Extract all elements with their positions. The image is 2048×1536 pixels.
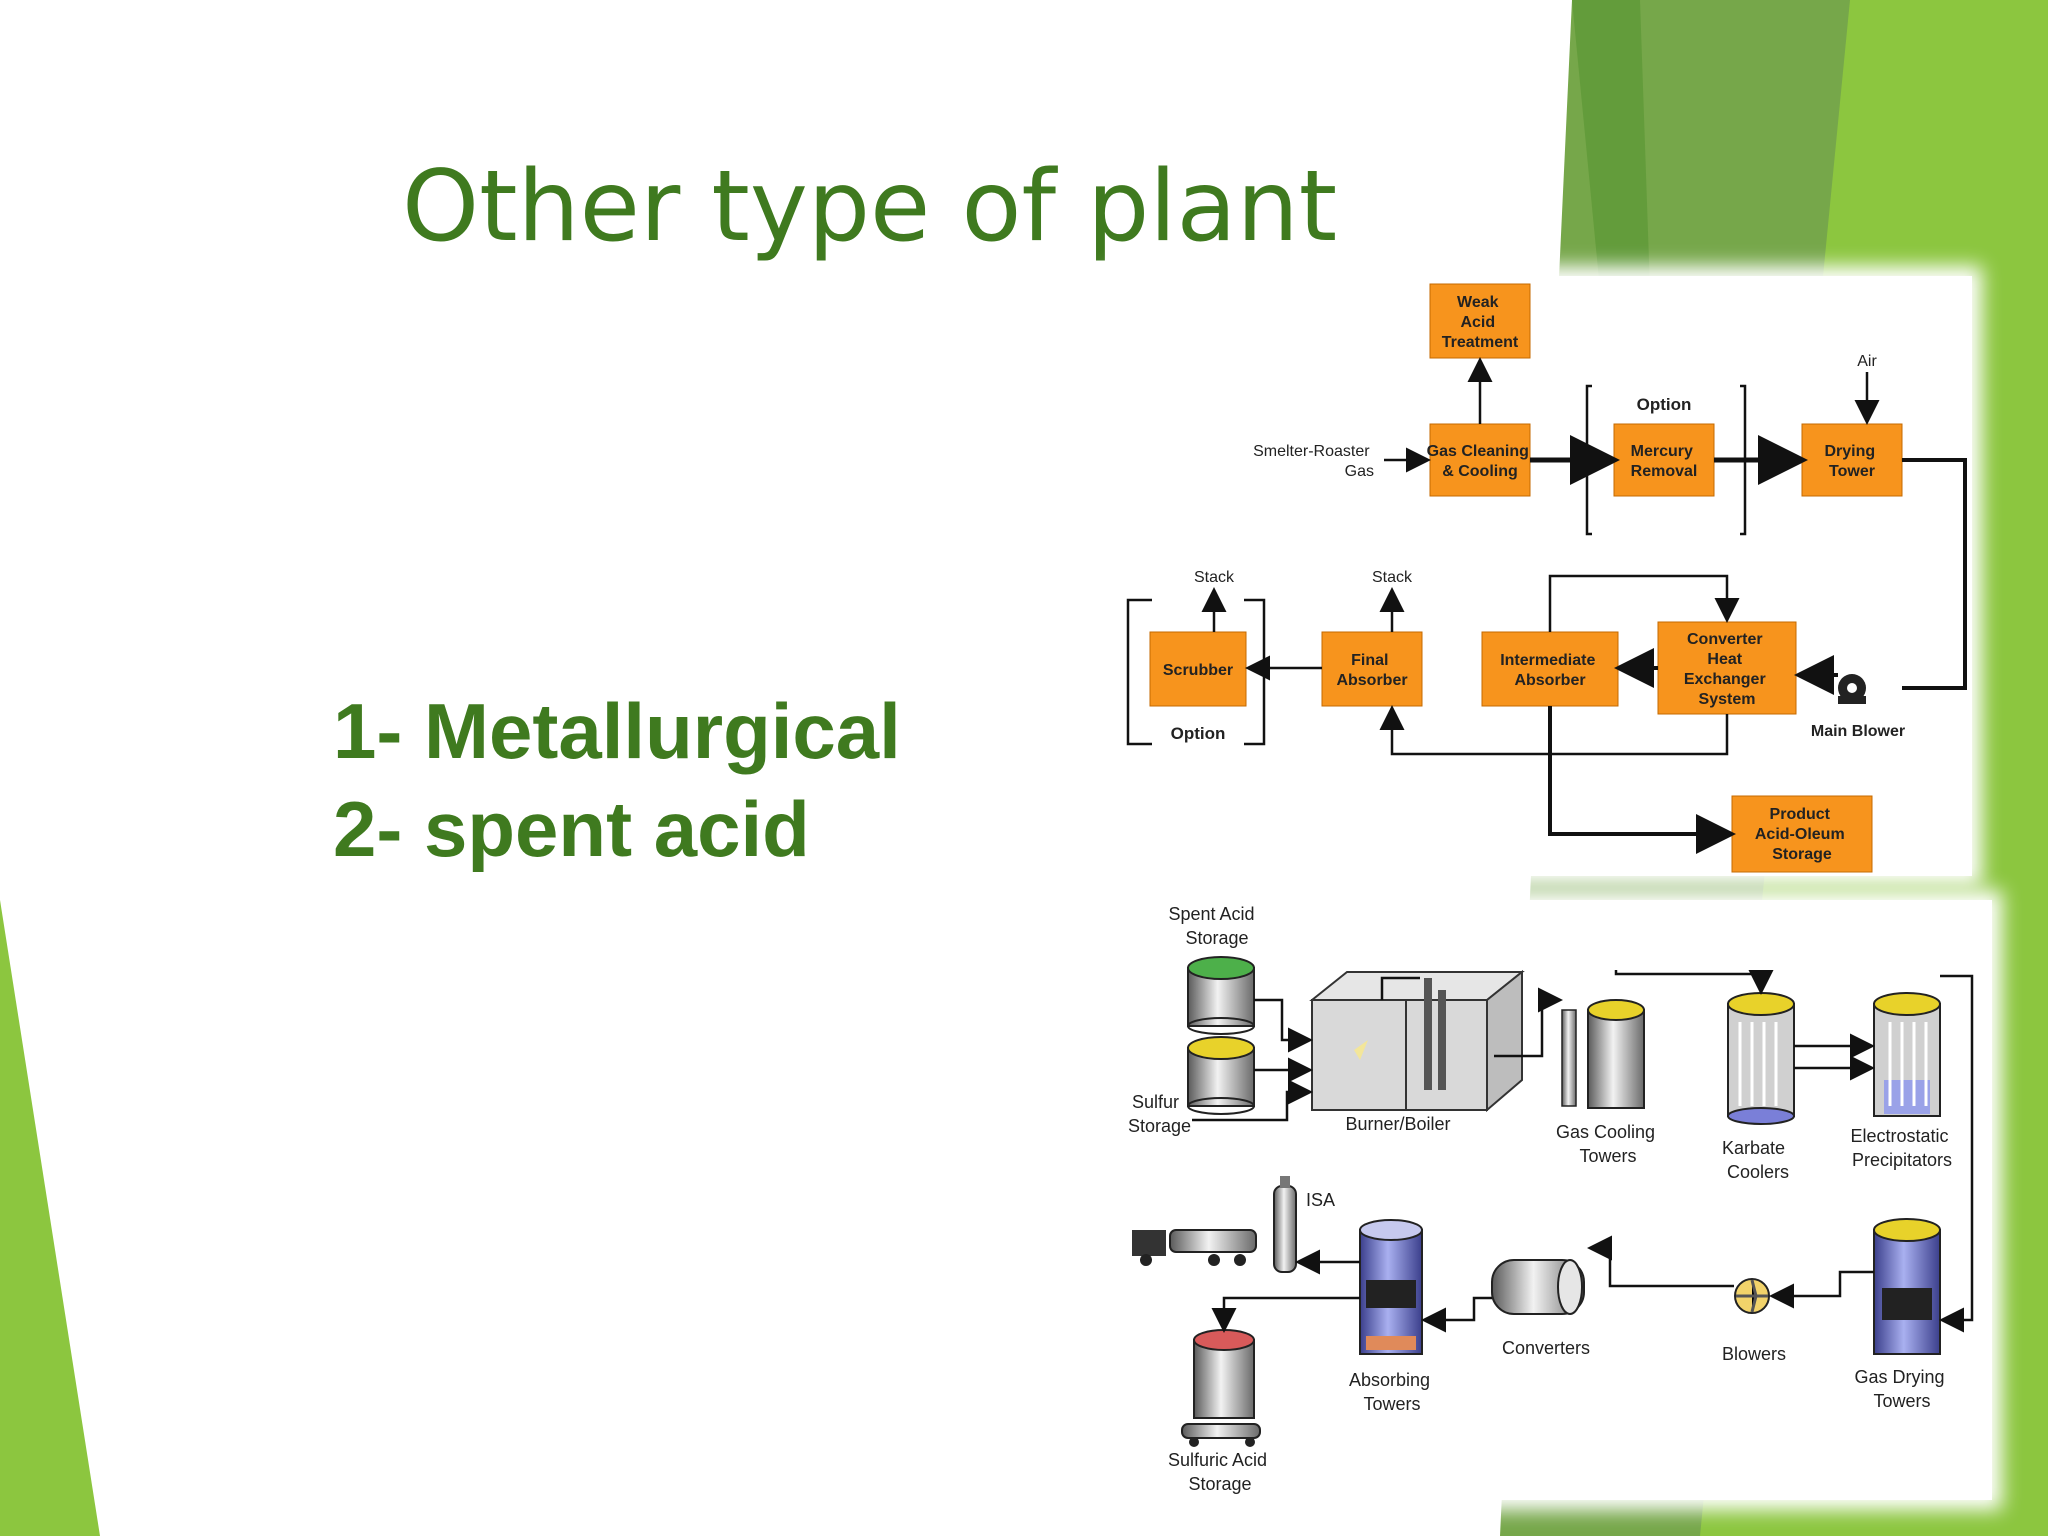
svg-text:Intermediate Absorbe: Intermediate Absorber (1500, 652, 1600, 689)
label-gas-cooling-towers: Gas Cooling Towers (1556, 1122, 1660, 1166)
label-converters: Converters (1502, 1338, 1590, 1358)
pipe-blower-to-converter (1587, 1235, 1734, 1288)
box-weak-acid-treatment: Weak Acid Treatment (1429, 283, 1531, 359)
loop-converter-to-final (1379, 705, 1729, 756)
pipe-cooling-to-karbate (1614, 970, 1774, 995)
arrow-to-product (1548, 706, 1736, 854)
sulfuric-acid-storage-tank (1181, 1329, 1261, 1447)
spent-acid-diagram-panel: Spent Acid Storage Sulfur Storage Burner… (1122, 900, 1992, 1500)
label-gas-drying-towers: Gas Drying Towers (1854, 1367, 1949, 1411)
label-sulfur-storage: Sulfur Storage (1128, 1092, 1191, 1136)
gas-drying-tower (1873, 1218, 1941, 1355)
isa-tank (1273, 1176, 1297, 1273)
label-feed-gas: Smelter-Roaster Gas (1253, 443, 1374, 480)
svg-text:Weak Acid: Weak Acid Treatment (1442, 294, 1519, 351)
converter (1491, 1259, 1585, 1315)
label-isa: ISA (1306, 1190, 1335, 1210)
label-main-blower: Main Blower (1811, 723, 1905, 740)
label-option-bottom: Option (1171, 724, 1226, 743)
bullet-list: 1- Metallurgical 2- spent acid (333, 682, 901, 878)
box-converter-heat-exchanger: Converter Heat Exchanger System (1657, 621, 1797, 715)
absorbing-tower (1359, 1219, 1423, 1355)
slide-title: Other type of plant (402, 150, 1338, 264)
metallurgical-diagram-panel: Weak Acid Treatment Gas Cleaning & Cooli… (1122, 276, 1972, 876)
svg-text:Mercury Removal: Mercury Removal (1631, 443, 1698, 480)
label-burner-boiler: Burner/Boiler (1345, 1114, 1450, 1134)
box-scrubber: Scrubber (1149, 631, 1247, 707)
svg-text:Product Acid-Oleum: Product Acid-Oleum Storage (1755, 806, 1849, 863)
svg-text:Converter Heat: Converter Heat Exchanger System (1684, 631, 1770, 708)
blower-icon (1734, 1278, 1770, 1314)
pipe-sulfur-feed (1192, 1079, 1313, 1122)
label-air: Air (1857, 353, 1877, 370)
svg-text:Final Absorber: Final Absorber (1336, 652, 1407, 689)
green-left-triangle (0, 900, 100, 1536)
svg-text:Drying Tower: Drying Tower (1824, 443, 1879, 480)
label-absorbing-towers: Absorbing Towers (1349, 1370, 1435, 1414)
box-mercury-removal: Mercury Removal (1613, 423, 1715, 497)
pipe-burner-to-cooling (1494, 987, 1563, 1058)
label-stack-1: Stack (1194, 569, 1235, 586)
label-karbate-coolers: Karbate Coolers (1722, 1138, 1790, 1182)
pipe-absorber-to-storage (1211, 1296, 1360, 1333)
box-final-absorber: Final Absorber (1321, 631, 1423, 707)
pipe-burner-top (1380, 976, 1420, 1000)
svg-text:Scrubber: Scrubber (1163, 662, 1233, 679)
main-blower-icon (1838, 674, 1866, 704)
sulfur-storage-tank (1187, 1036, 1255, 1115)
line-drying-to-blower (1902, 458, 1967, 690)
spent-acid-storage-tank (1187, 956, 1255, 1035)
green-band-edge (1572, 0, 1650, 290)
metallurgical-diagram: Weak Acid Treatment Gas Cleaning & Cooli… (1126, 283, 1967, 873)
pipe-drying-to-blower (1769, 1270, 1874, 1309)
spent-acid-diagram: Spent Acid Storage Sulfur Storage Burner… (1128, 904, 1974, 1494)
svg-text:Gas Cleaning & Cooli: Gas Cleaning & Cooling (1427, 443, 1534, 480)
electrostatic-precipitator (1873, 992, 1941, 1117)
box-product-acid-oleum-storage: Product Acid-Oleum Storage (1731, 795, 1873, 873)
box-drying-tower: Drying Tower (1801, 423, 1903, 497)
label-blowers: Blowers (1722, 1344, 1786, 1364)
label-spent-acid-storage: Spent Acid Storage (1168, 904, 1259, 948)
pipe-converter-to-absorber (1421, 1296, 1492, 1333)
label-sulfuric-acid-storage: Sulfuric Acid Storage (1168, 1450, 1272, 1494)
bullet-item-spent-acid: 2- spent acid (333, 785, 810, 873)
bullet-item-metallurgical: 1- Metallurgical (333, 687, 901, 775)
box-gas-cleaning-cooling: Gas Cleaning & Cooling (1427, 423, 1534, 497)
pipe-precip-to-drying (1939, 974, 1974, 1333)
tanker-truck-icon (1132, 1229, 1257, 1266)
karbate-cooler (1727, 992, 1795, 1125)
box-intermediate-absorber: Intermediate Absorber (1481, 631, 1619, 707)
loop-intermediate-to-converter (1548, 574, 1740, 632)
burner-boiler (1309, 969, 1525, 1113)
label-stack-2: Stack (1372, 569, 1413, 586)
label-electrostatic-precipitators: Electrostatic Precipitators (1850, 1126, 1953, 1170)
pipe-spent-acid-to-burner (1254, 998, 1313, 1053)
gas-cooling-tower (1561, 999, 1645, 1109)
label-option-top: Option (1637, 395, 1692, 414)
